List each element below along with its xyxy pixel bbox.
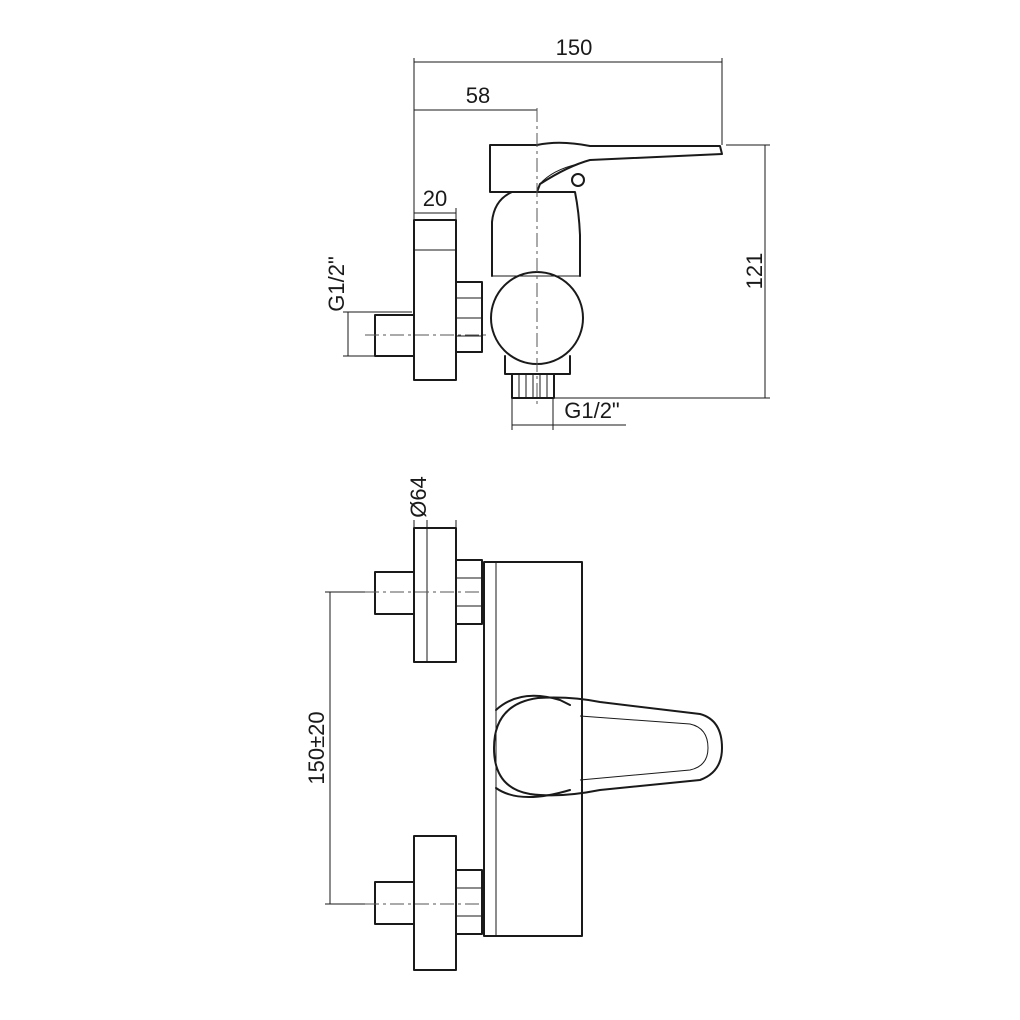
upper-flange (413, 527, 457, 663)
upper-hex-nut (455, 559, 483, 625)
lower-flange (413, 835, 457, 971)
upper-inlet-pipe (374, 571, 415, 615)
lower-hex-nut (455, 869, 483, 935)
wall-plate (413, 219, 457, 381)
lever-boss (495, 694, 571, 799)
dim-label-overall-width: 150 (556, 35, 593, 60)
dim-inlet-spacing: 150±20 (304, 591, 370, 905)
dim-label-outlet-thread: G1/2" (564, 398, 620, 423)
dim-label-inlet-thread: G1/2" (324, 256, 349, 312)
dim-lever-offset: 58 (414, 83, 537, 111)
dim-label-inlet-spacing: 150±20 (304, 711, 329, 784)
lever-screw (571, 173, 585, 187)
hex-nut (455, 281, 483, 353)
side-view: 150 58 20 121 G1/2" (324, 35, 770, 430)
dim-label-flange-diameter: Ø64 (406, 476, 431, 518)
dim-outlet-thread: G1/2" (511, 398, 626, 430)
dim-label-height: 121 (742, 253, 767, 290)
valve-body (491, 191, 581, 277)
front-lever-handle (493, 696, 723, 797)
dim-overall-width: 150 (413, 35, 723, 250)
dim-label-wall-plate-depth: 20 (423, 186, 447, 211)
lower-inlet-pipe (374, 881, 415, 925)
dim-height: 121 (555, 144, 770, 399)
dim-inlet-thread: G1/2" (324, 256, 412, 357)
outlet-nipple (511, 373, 555, 399)
dim-wall-plate-depth: 20 (414, 186, 457, 250)
mixer-body (483, 561, 583, 937)
dim-label-lever-offset: 58 (466, 83, 490, 108)
front-view: Ø64 150±20 (304, 476, 723, 971)
lever-handle (489, 141, 723, 193)
